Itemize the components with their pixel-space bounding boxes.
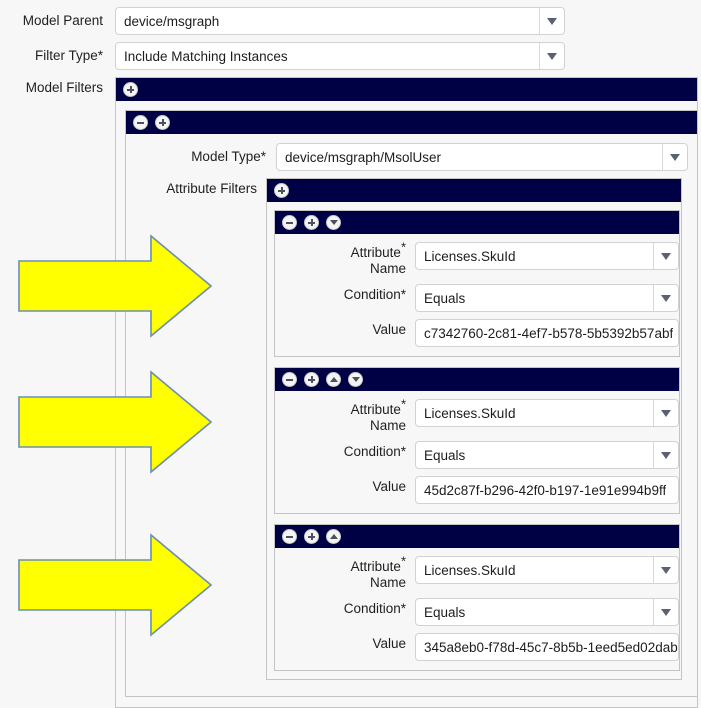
chevron-down-icon[interactable] bbox=[653, 557, 678, 583]
value-input[interactable]: 45d2c87f-b296-42f0-b197-1e91e994b9ff bbox=[415, 476, 679, 504]
add-icon[interactable] bbox=[304, 215, 319, 230]
remove-icon[interactable] bbox=[282, 529, 297, 544]
condition-value: Equals bbox=[424, 604, 466, 620]
value-text: 345a8eb0-f78d-45c7-8b5b-1eed5ed02dab bbox=[424, 639, 678, 655]
move-up-icon[interactable] bbox=[326, 372, 341, 387]
model-type-dropdown[interactable]: device/msgraph/MsolUser bbox=[276, 143, 688, 171]
add-icon[interactable] bbox=[155, 115, 170, 130]
add-icon[interactable] bbox=[304, 372, 319, 387]
field-row-filter-type: Filter Type* Include Matching Instances bbox=[0, 42, 701, 70]
attribute-filter-entry: Attribute*Name Licenses.SkuId Condition* bbox=[274, 367, 680, 514]
chevron-down-icon[interactable] bbox=[653, 243, 678, 269]
filter-type-label: Filter Type* bbox=[34, 48, 103, 63]
field-row-value: Value 45d2c87f-b296-42f0-b197-1e91e994b9… bbox=[275, 476, 679, 504]
attribute-filters-panel: Attribute*Name Licenses.SkuId Condition* bbox=[266, 178, 682, 680]
condition-value: Equals bbox=[424, 447, 466, 463]
model-filters-toolbar bbox=[116, 78, 697, 101]
field-row-model-parent: Model Parent device/msgraph bbox=[0, 7, 701, 35]
model-parent-label: Model Parent bbox=[22, 13, 103, 28]
attribute-name-label: Attribute*Name bbox=[350, 239, 406, 277]
attribute-filter-body: Attribute*Name Licenses.SkuId Condition* bbox=[275, 548, 679, 670]
value-text: 45d2c87f-b296-42f0-b197-1e91e994b9ff bbox=[424, 482, 667, 498]
attribute-filter-entry: Attribute*Name Licenses.SkuId Condition* bbox=[274, 210, 680, 357]
model-filters-label: Model Filters bbox=[25, 80, 103, 95]
filter-type-value: Include Matching Instances bbox=[124, 48, 288, 64]
model-filters-body: Model Type* device/msgraph/MsolUser Attr… bbox=[116, 101, 698, 707]
move-down-icon[interactable] bbox=[326, 215, 341, 230]
condition-dropdown[interactable]: Equals bbox=[415, 598, 679, 626]
add-icon[interactable] bbox=[274, 183, 289, 198]
chevron-down-icon[interactable] bbox=[653, 599, 678, 625]
attribute-name-dropdown[interactable]: Licenses.SkuId bbox=[415, 556, 679, 584]
condition-label: Condition* bbox=[343, 601, 406, 616]
model-filter-entry-toolbar bbox=[126, 111, 697, 134]
filter-type-dropdown[interactable]: Include Matching Instances bbox=[115, 42, 565, 70]
field-row-attribute-name: Attribute*Name Licenses.SkuId bbox=[275, 553, 679, 591]
attribute-name-value: Licenses.SkuId bbox=[424, 562, 516, 578]
value-label: Value bbox=[372, 322, 406, 337]
attribute-name-dropdown[interactable]: Licenses.SkuId bbox=[415, 242, 679, 270]
field-row-model-filters: Model Filters Model Type* device/msgraph… bbox=[0, 77, 701, 708]
condition-dropdown[interactable]: Equals bbox=[415, 441, 679, 469]
move-up-icon[interactable] bbox=[326, 529, 341, 544]
model-filters-panel: Model Type* device/msgraph/MsolUser Attr… bbox=[115, 77, 698, 708]
chevron-down-icon[interactable] bbox=[662, 144, 687, 170]
attribute-filter-body: Attribute*Name Licenses.SkuId Condition* bbox=[275, 234, 679, 356]
chevron-down-icon[interactable] bbox=[539, 8, 564, 34]
condition-dropdown[interactable]: Equals bbox=[415, 284, 679, 312]
top-fields-section: Model Parent device/msgraph Filter Type*… bbox=[0, 0, 701, 70]
attribute-filters-toolbar bbox=[267, 179, 681, 202]
attribute-filters-label: Attribute Filters bbox=[166, 181, 257, 196]
value-label: Value bbox=[372, 636, 406, 651]
attribute-name-label: Attribute*Name bbox=[350, 396, 406, 434]
value-label: Value bbox=[372, 479, 406, 494]
condition-label: Condition* bbox=[343, 444, 406, 459]
model-parent-value: device/msgraph bbox=[124, 13, 220, 29]
field-row-attribute-name: Attribute*Name Licenses.SkuId bbox=[275, 239, 679, 277]
attribute-name-label: Attribute*Name bbox=[350, 553, 406, 591]
value-input[interactable]: c7342760-2c81-4ef7-b578-5b5392b57abf bbox=[415, 319, 679, 347]
condition-value: Equals bbox=[424, 290, 466, 306]
field-row-value: Value c7342760-2c81-4ef7-b578-5b5392b57a… bbox=[275, 319, 679, 347]
model-filter-entry: Model Type* device/msgraph/MsolUser Attr… bbox=[125, 110, 698, 697]
attribute-name-value: Licenses.SkuId bbox=[424, 405, 516, 421]
attribute-filter-body: Attribute*Name Licenses.SkuId Condition* bbox=[275, 391, 679, 513]
attribute-name-value: Licenses.SkuId bbox=[424, 248, 516, 264]
add-icon[interactable] bbox=[304, 529, 319, 544]
field-row-attribute-filters: Attribute Filters bbox=[126, 178, 697, 680]
chevron-down-icon[interactable] bbox=[653, 285, 678, 311]
move-down-icon[interactable] bbox=[348, 372, 363, 387]
model-type-value: device/msgraph/MsolUser bbox=[285, 149, 442, 165]
model-type-label: Model Type* bbox=[191, 149, 266, 164]
add-icon[interactable] bbox=[123, 82, 138, 97]
value-input[interactable]: 345a8eb0-f78d-45c7-8b5b-1eed5ed02dab bbox=[415, 633, 679, 661]
attribute-filter-toolbar bbox=[275, 525, 679, 548]
field-row-model-type: Model Type* device/msgraph/MsolUser bbox=[126, 143, 697, 171]
remove-icon[interactable] bbox=[282, 372, 297, 387]
field-row-condition: Condition* Equals bbox=[275, 598, 679, 626]
value-text: c7342760-2c81-4ef7-b578-5b5392b57abf bbox=[424, 325, 674, 341]
remove-icon[interactable] bbox=[133, 115, 148, 130]
model-parent-dropdown[interactable]: device/msgraph bbox=[115, 7, 565, 35]
attribute-filter-toolbar bbox=[275, 368, 679, 391]
chevron-down-icon[interactable] bbox=[653, 442, 678, 468]
attribute-filter-toolbar bbox=[275, 211, 679, 234]
field-row-condition: Condition* Equals bbox=[275, 441, 679, 469]
remove-icon[interactable] bbox=[282, 215, 297, 230]
attribute-name-dropdown[interactable]: Licenses.SkuId bbox=[415, 399, 679, 427]
attribute-filters-body: Attribute*Name Licenses.SkuId Condition* bbox=[267, 202, 681, 679]
chevron-down-icon[interactable] bbox=[653, 400, 678, 426]
attribute-filter-entry: Attribute*Name Licenses.SkuId Condition* bbox=[274, 524, 680, 671]
field-row-condition: Condition* Equals bbox=[275, 284, 679, 312]
field-row-value: Value 345a8eb0-f78d-45c7-8b5b-1eed5ed02d… bbox=[275, 633, 679, 661]
condition-label: Condition* bbox=[343, 287, 406, 302]
model-filter-entry-body: Model Type* device/msgraph/MsolUser Attr… bbox=[126, 134, 697, 696]
chevron-down-icon[interactable] bbox=[539, 43, 564, 69]
field-row-attribute-name: Attribute*Name Licenses.SkuId bbox=[275, 396, 679, 434]
